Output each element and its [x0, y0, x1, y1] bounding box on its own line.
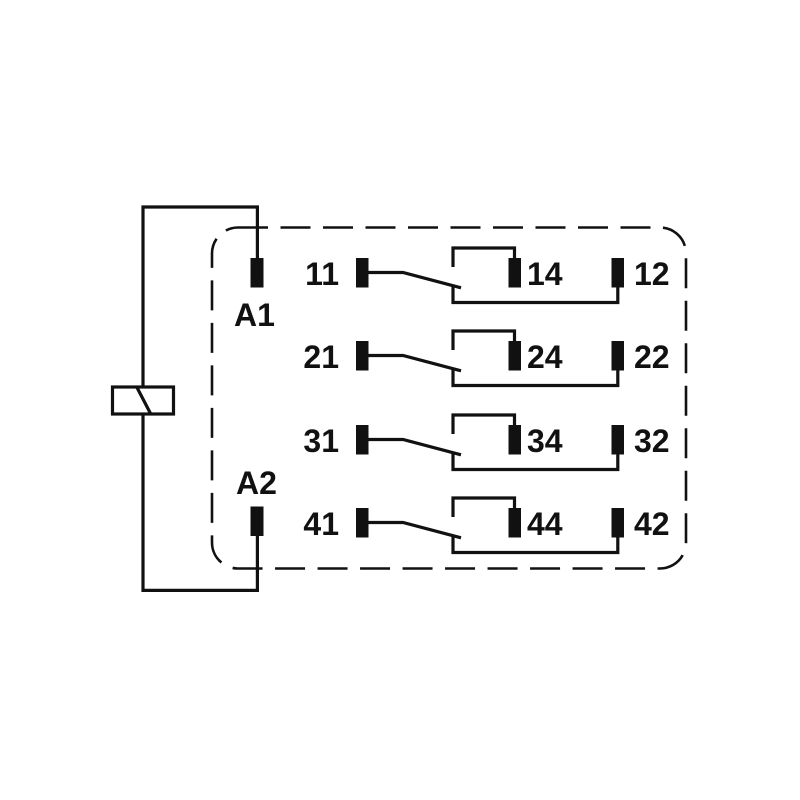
nc-terminal-label: 42: [634, 506, 670, 542]
no-terminal-label: 44: [527, 506, 563, 542]
terminal-nc: [611, 508, 624, 538]
no-terminal-label: 24: [527, 339, 563, 375]
no-bracket-wire: [451, 246, 517, 267]
lever-wire: [368, 270, 462, 290]
no-bracket-wire: [451, 413, 517, 434]
contact-row-4: 41 44 42: [303, 496, 670, 555]
nc-terminal-label: 22: [634, 339, 670, 375]
lever-wire: [368, 353, 462, 373]
coil-slash: [135, 386, 152, 415]
terminal-a2: [250, 506, 264, 536]
lever-wire: [368, 437, 462, 457]
contact-row-1: 11 14 12: [305, 246, 670, 305]
contact-row-3: 31 34 32: [303, 413, 670, 472]
pole-terminal-label: 41: [303, 506, 339, 542]
nc-terminal-label: 32: [634, 423, 670, 459]
terminal-no: [508, 508, 521, 538]
lever-wire: [368, 520, 462, 540]
coil-terminal-a2-label: A2: [236, 465, 277, 501]
coil-terminal-a1-label: A1: [234, 297, 275, 333]
no-bracket-wire: [451, 329, 517, 350]
terminal-no: [508, 425, 521, 455]
no-terminal-label: 34: [527, 423, 563, 459]
nc-terminal-label: 12: [634, 256, 670, 292]
nc-return-wire: [451, 369, 620, 388]
nc-return-wire: [451, 453, 620, 472]
nc-return-wire: [451, 286, 620, 305]
nc-return-wire: [451, 536, 620, 555]
terminal-nc: [611, 258, 624, 288]
terminal-no: [508, 341, 521, 371]
pole-terminal-label: 21: [303, 339, 339, 375]
relay-housing-outline: [210, 226, 688, 570]
terminal-nc: [611, 425, 624, 455]
no-terminal-label: 14: [527, 256, 563, 292]
terminal-a1: [250, 258, 264, 288]
pole-terminal-label: 31: [303, 423, 339, 459]
terminal-nc: [611, 341, 624, 371]
pole-terminal-label: 11: [305, 256, 339, 292]
coil-wire-bottom: [141, 414, 259, 592]
terminal-pole: [356, 341, 369, 371]
no-bracket-wire: [451, 496, 517, 517]
terminal-pole: [356, 508, 369, 538]
terminal-no: [508, 258, 521, 288]
terminal-pole: [356, 258, 369, 288]
contact-row-2: 21 24 22: [303, 329, 670, 388]
terminal-pole: [356, 425, 369, 455]
coil-wire-top: [141, 205, 259, 387]
